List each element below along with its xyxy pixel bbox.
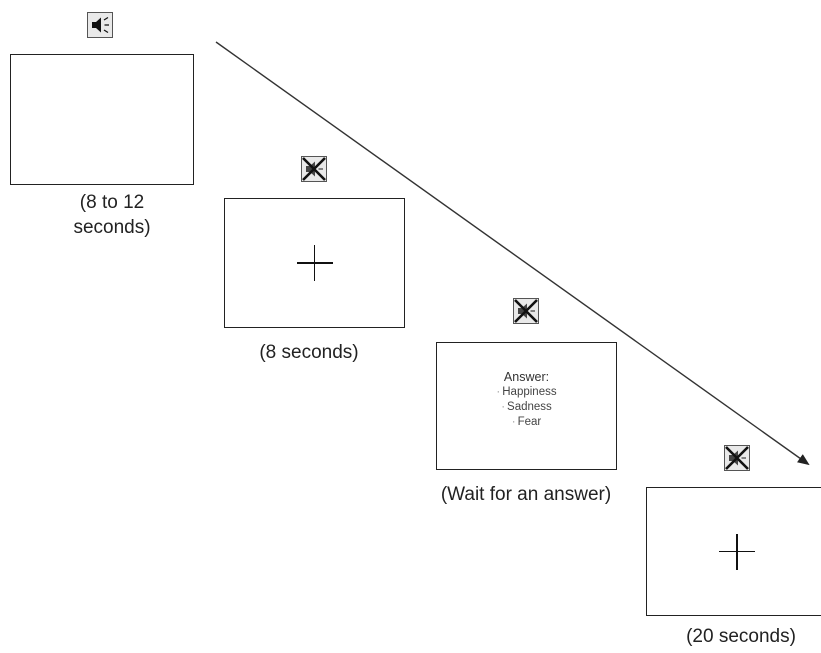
speaker-muted-icon <box>513 298 539 324</box>
answer-option: ·Fear <box>437 415 616 430</box>
bullet-icon: · <box>501 401 506 413</box>
fixation-screen <box>646 487 821 616</box>
answer-option-label: Fear <box>517 416 542 428</box>
caption-line: (8 to 12 <box>79 192 145 213</box>
bullet-icon: · <box>496 386 501 398</box>
step-2-caption: (8 seconds) <box>259 342 359 363</box>
fixation-cross <box>296 245 333 281</box>
fixation-screen <box>224 198 405 328</box>
answer-option-label: Sadness <box>507 401 552 413</box>
caption-line: seconds) <box>73 217 151 238</box>
speaker-muted-icon <box>724 445 750 471</box>
step-1-caption: (8 to 12 seconds) <box>52 190 172 240</box>
speaker-icon <box>87 12 113 38</box>
answer-prompt: Answer: ·Happiness ·Sadness ·Fear <box>437 370 616 430</box>
blank-screen <box>10 54 194 185</box>
fixation-cross <box>719 533 755 570</box>
answer-option: ·Sadness <box>437 400 616 415</box>
speaker-muted-icon <box>301 156 327 182</box>
step-4-caption: (20 seconds) <box>686 626 796 647</box>
step-3-caption: (Wait for an answer) <box>440 484 612 505</box>
answer-title: Answer: <box>503 370 550 384</box>
bullet-icon: · <box>511 416 516 428</box>
answer-screen: Answer: ·Happiness ·Sadness ·Fear <box>436 342 617 470</box>
answer-option: ·Happiness <box>437 385 616 400</box>
answer-option-label: Happiness <box>502 386 557 398</box>
